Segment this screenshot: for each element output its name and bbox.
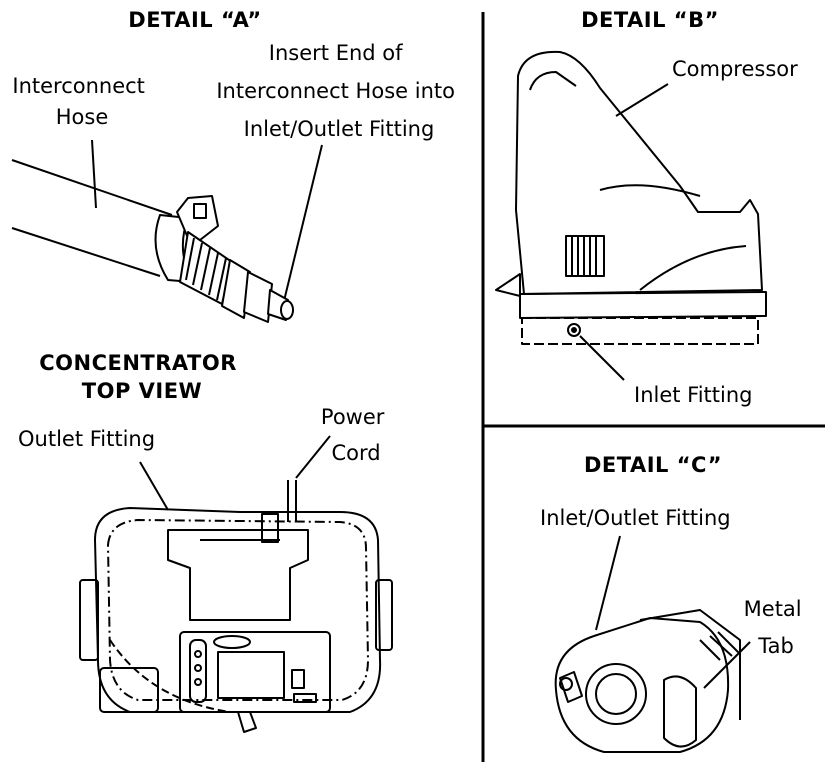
- metal-tab-label: Metal Tab: [744, 597, 809, 658]
- flow-meter: [189, 639, 207, 703]
- interconnect-hose-label: Interconnect Hose: [12, 74, 151, 129]
- fitting-leader-line: [595, 535, 621, 631]
- left-grip: [79, 579, 99, 661]
- insert-leader-line: [282, 144, 323, 306]
- power-cord-label: Power Cord: [321, 405, 391, 465]
- fitting-housing: [554, 617, 730, 753]
- insert-instruction-label: Insert End of Interconnect Hose into Inl…: [216, 41, 461, 141]
- compressor-drawing: [495, 50, 767, 381]
- display-window: [217, 651, 285, 699]
- compressor-leader-line: [615, 83, 669, 117]
- base-plate: [521, 317, 759, 345]
- brand-badge: [213, 635, 251, 649]
- outlet-fitting-label: Outlet Fitting: [18, 427, 155, 451]
- compressor-base: [519, 291, 767, 319]
- detail-c-panel: DETAIL “C” Inlet/Outlet Fitting Metal Ta…: [540, 453, 809, 753]
- compressor-body: [515, 50, 763, 295]
- detail-a-panel: DETAIL “A” Interconnect Hose Insert End …: [11, 8, 461, 323]
- detail-b-panel: DETAIL “B” Compressor Inlet Fitting: [495, 8, 798, 407]
- fitting-opening-outer: [585, 663, 647, 725]
- inlet-leader-line: [579, 335, 625, 381]
- outlet-leader-line: [139, 461, 169, 511]
- inlet-fitting: [567, 323, 581, 337]
- power-cord: [287, 480, 297, 522]
- mount-foot: [495, 273, 521, 297]
- filter-slot: [293, 693, 317, 703]
- concentrator-title: CONCENTRATOR TOP VIEW: [39, 351, 244, 403]
- housing-outline: [94, 507, 382, 713]
- detail-a-title: DETAIL “A”: [128, 8, 261, 32]
- barb-end: [280, 300, 294, 320]
- outlet-fitting: [237, 711, 257, 733]
- compressor-label: Compressor: [672, 57, 798, 81]
- concentrator-drawing: [79, 435, 393, 733]
- detail-c-title: DETAIL “C”: [584, 453, 722, 477]
- power-cord-leader-line: [295, 435, 331, 479]
- metal-tab: [663, 675, 697, 748]
- inlet-fitting-label: Inlet Fitting: [634, 383, 753, 407]
- hose-fitting-drawing: [11, 139, 323, 323]
- hose-leader-line: [91, 139, 97, 209]
- right-grip: [375, 579, 393, 651]
- detail-b-title: DETAIL “B”: [581, 8, 719, 32]
- carry-handle: [167, 529, 309, 621]
- control-panel: [179, 631, 331, 713]
- hose-body: [11, 159, 173, 277]
- cord-strain-relief: [261, 513, 279, 543]
- hex-nut: [221, 259, 251, 319]
- power-switch: [291, 669, 305, 689]
- fitting-opening-inner: [595, 673, 637, 715]
- fitting-drawing: [554, 535, 751, 753]
- fitting-nipple: [559, 671, 583, 703]
- fitting-body: [243, 271, 273, 323]
- inlet-outlet-fitting-label: Inlet/Outlet Fitting: [540, 506, 731, 530]
- concentrator-panel: CONCENTRATOR TOP VIEW Outlet Fitting Pow…: [18, 351, 393, 733]
- clamp-tab-slot: [193, 203, 207, 219]
- side-accessory: [99, 667, 159, 713]
